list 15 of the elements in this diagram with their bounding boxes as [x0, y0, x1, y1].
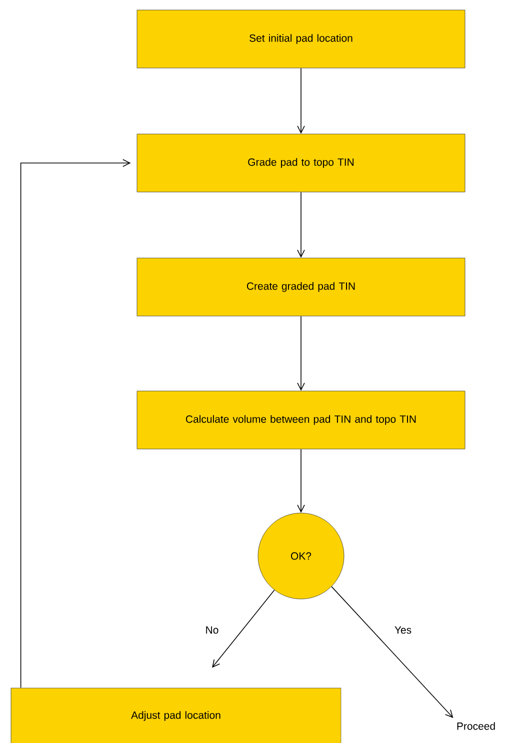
arrow	[297, 192, 305, 258]
edge-label: No	[204, 625, 220, 635]
arrow	[212, 590, 275, 668]
process-box: Set initial pad location	[136, 10, 466, 68]
arrow	[297, 448, 305, 513]
process-box: Calculate volume between pad TIN and topo TIN	[136, 390, 466, 450]
process-box: Grade pad to topo TIN	[136, 134, 466, 192]
arrow	[297, 316, 305, 391]
edge-label: Yes	[393, 625, 413, 635]
end-text: Proceed	[457, 722, 495, 730]
arrow	[297, 68, 305, 134]
arrow	[331, 586, 454, 718]
process-box: Adjust pad location	[10, 688, 342, 743]
process-box: Create graded pad TIN	[136, 258, 466, 316]
arrow	[20, 159, 131, 688]
